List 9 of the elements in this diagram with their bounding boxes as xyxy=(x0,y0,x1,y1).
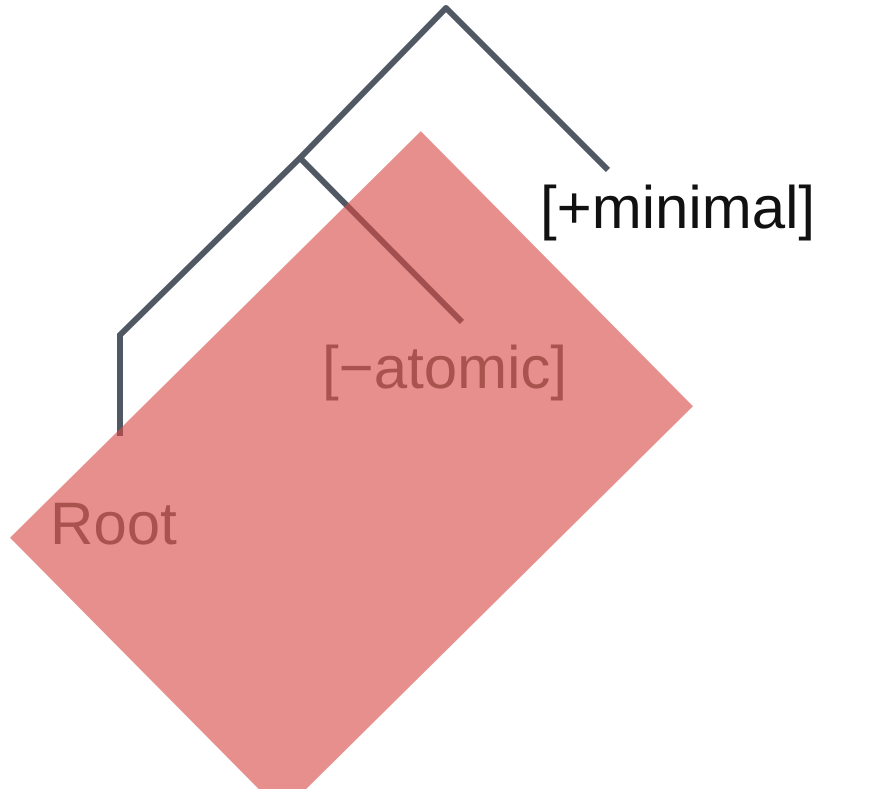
feature-label: [−atomic] xyxy=(322,322,642,414)
feature-label: Root xyxy=(50,436,225,568)
branch-point xyxy=(443,5,449,11)
tree-branch xyxy=(298,6,448,160)
feature-label: [+minimal] xyxy=(540,170,880,254)
tree-branch xyxy=(444,6,610,172)
branch-point xyxy=(297,155,303,161)
tree-branch xyxy=(298,156,464,324)
tree-branch xyxy=(117,156,302,436)
